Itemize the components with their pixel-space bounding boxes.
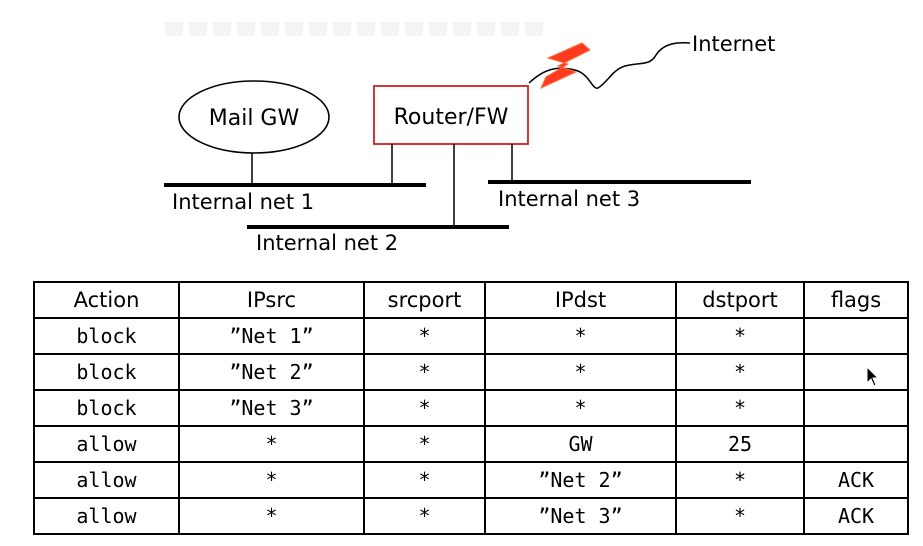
cell-dstport: * xyxy=(675,317,805,355)
header-action: Action xyxy=(33,281,180,319)
cell-action: block xyxy=(33,353,180,391)
faded-title-residue xyxy=(165,22,545,36)
internet-link xyxy=(528,42,691,89)
cell-flags xyxy=(803,353,909,391)
cell-ipdst: ”Net 2” xyxy=(484,461,677,499)
firewall-rules-table: Action IPsrc srcport IPdst dstport flags… xyxy=(33,281,909,535)
cell-dstport: 25 xyxy=(675,425,805,463)
header-ipsrc: IPsrc xyxy=(178,281,365,319)
mail-gw-node xyxy=(178,80,330,154)
router-fw-node xyxy=(373,85,529,145)
cell-ipdst: ”Net 3” xyxy=(484,497,677,535)
table-row: block ”Net 2” * * * xyxy=(33,353,909,391)
cell-ipdst: * xyxy=(484,317,677,355)
network-diagram: Mail GW Router/FW Internal net 1 Interna… xyxy=(164,32,775,255)
cell-srcport: * xyxy=(363,353,486,391)
cell-dstport: * xyxy=(675,353,805,391)
internal-net-1-label: Internal net 1 xyxy=(172,190,314,214)
router-fw-label: Router/FW xyxy=(394,105,509,130)
mouse-pointer-icon xyxy=(866,366,880,387)
table-row: block ”Net 3” * * * xyxy=(33,389,909,427)
header-flags: flags xyxy=(803,281,909,319)
internal-net-3-label: Internal net 3 xyxy=(498,187,640,211)
header-dstport: dstport xyxy=(675,281,805,319)
table-row: block ”Net 1” * * * xyxy=(33,317,909,355)
cell-flags: ACK xyxy=(803,461,909,499)
header-srcport: srcport xyxy=(363,281,486,319)
cell-srcport: * xyxy=(363,317,486,355)
cell-srcport: * xyxy=(363,425,486,463)
cell-srcport: * xyxy=(363,497,486,535)
cell-flags xyxy=(803,389,909,427)
cell-ipsrc: * xyxy=(178,461,365,499)
cell-dstport: * xyxy=(675,389,805,427)
internal-net-2-label: Internal net 2 xyxy=(256,231,398,255)
cell-ipdst: * xyxy=(484,389,677,427)
table-row: allow * * GW 25 xyxy=(33,425,909,463)
cell-ipsrc: ”Net 2” xyxy=(178,353,365,391)
cell-flags xyxy=(803,425,909,463)
internet-label: Internet xyxy=(692,32,775,56)
table-header-row: Action IPsrc srcport IPdst dstport flags xyxy=(33,281,909,319)
cell-ipdst: * xyxy=(484,353,677,391)
cell-flags xyxy=(803,317,909,355)
header-ipdst: IPdst xyxy=(484,281,677,319)
table-row: allow * * ”Net 3” * ACK xyxy=(33,497,909,535)
cell-action: allow xyxy=(33,497,180,535)
cell-srcport: * xyxy=(363,389,486,427)
cell-action: block xyxy=(33,389,180,427)
cell-ipsrc: * xyxy=(178,425,365,463)
cell-ipsrc: ”Net 3” xyxy=(178,389,365,427)
cell-srcport: * xyxy=(363,461,486,499)
cell-dstport: * xyxy=(675,497,805,535)
lightning-icon xyxy=(539,42,591,90)
table-row: allow * * ”Net 2” * ACK xyxy=(33,461,909,499)
cell-dstport: * xyxy=(675,461,805,499)
cell-action: block xyxy=(33,317,180,355)
cell-action: allow xyxy=(33,461,180,499)
cell-ipsrc: * xyxy=(178,497,365,535)
cell-ipdst: GW xyxy=(484,425,677,463)
cell-ipsrc: ”Net 1” xyxy=(178,317,365,355)
mail-gw-label: Mail GW xyxy=(209,106,300,131)
cell-flags: ACK xyxy=(803,497,909,535)
cell-action: allow xyxy=(33,425,180,463)
